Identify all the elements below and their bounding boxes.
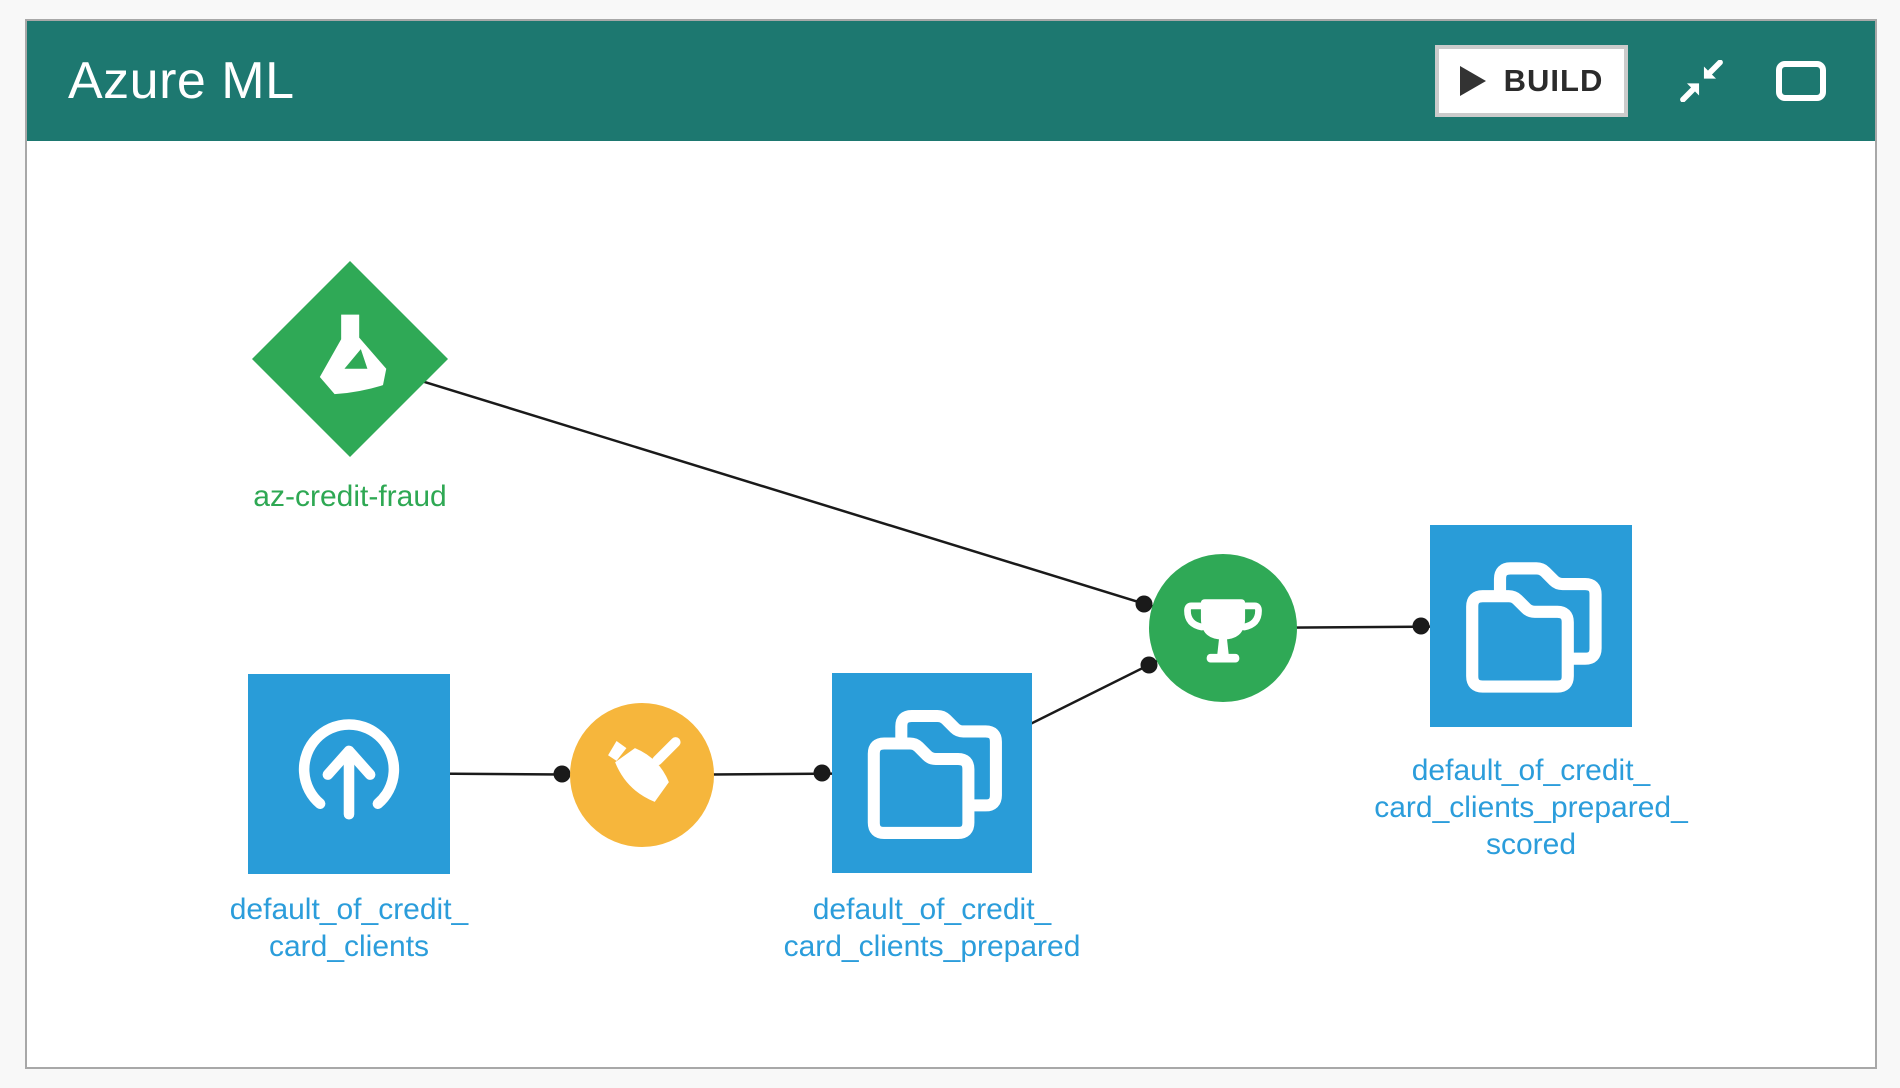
flask-icon bbox=[319, 314, 387, 395]
node-az-credit-fraud[interactable] bbox=[252, 261, 448, 457]
node-default-of-credit-card-clients[interactable] bbox=[248, 674, 450, 874]
node-label-default-of-credit-card-clients-prepared-scored: default_of_credit_ card_clients_prepared… bbox=[1374, 754, 1688, 861]
compress-icon[interactable] bbox=[1678, 60, 1725, 102]
header-bar: Azure ML BUILD bbox=[27, 21, 1875, 141]
edge-endpoint-dot bbox=[813, 764, 831, 782]
app-title: Azure ML bbox=[68, 52, 295, 110]
edge-line bbox=[349, 357, 1224, 630]
window-icon[interactable] bbox=[1775, 60, 1827, 102]
node-score-recipe[interactable] bbox=[1149, 554, 1297, 702]
build-button[interactable]: BUILD bbox=[1435, 45, 1628, 117]
edge-endpoint-dot bbox=[553, 765, 571, 783]
node-default-of-credit-card-clients-prepared-scored[interactable] bbox=[1430, 525, 1632, 727]
build-button-label: BUILD bbox=[1503, 63, 1604, 98]
node-prepare-recipe[interactable] bbox=[570, 703, 714, 847]
upload-icon bbox=[298, 719, 400, 820]
node-label-az-credit-fraud: az-credit-fraud bbox=[253, 480, 447, 513]
node-label-default-of-credit-card-clients-prepared: default_of_credit_ card_clients_prepared bbox=[783, 893, 1081, 963]
edge-endpoint-dot bbox=[1140, 656, 1158, 674]
play-icon bbox=[1459, 66, 1486, 96]
header-controls: BUILD bbox=[1435, 45, 1827, 117]
folder-icon bbox=[867, 709, 1002, 839]
node-label-default-of-credit-card-clients: default_of_credit_ card_clients bbox=[229, 893, 469, 963]
folder-icon bbox=[1466, 562, 1602, 693]
edge-endpoint-dot bbox=[1135, 595, 1153, 613]
broom-icon bbox=[608, 737, 681, 802]
trophy-icon bbox=[1184, 599, 1262, 663]
node-default-of-credit-card-clients-prepared[interactable] bbox=[832, 673, 1032, 873]
flow-canvas[interactable]: az-credit-fraud default_of_credit_ card_… bbox=[27, 141, 1875, 1067]
edge-endpoint-dot bbox=[1412, 617, 1430, 635]
app-window: Azure ML BUILD bbox=[25, 19, 1877, 1069]
